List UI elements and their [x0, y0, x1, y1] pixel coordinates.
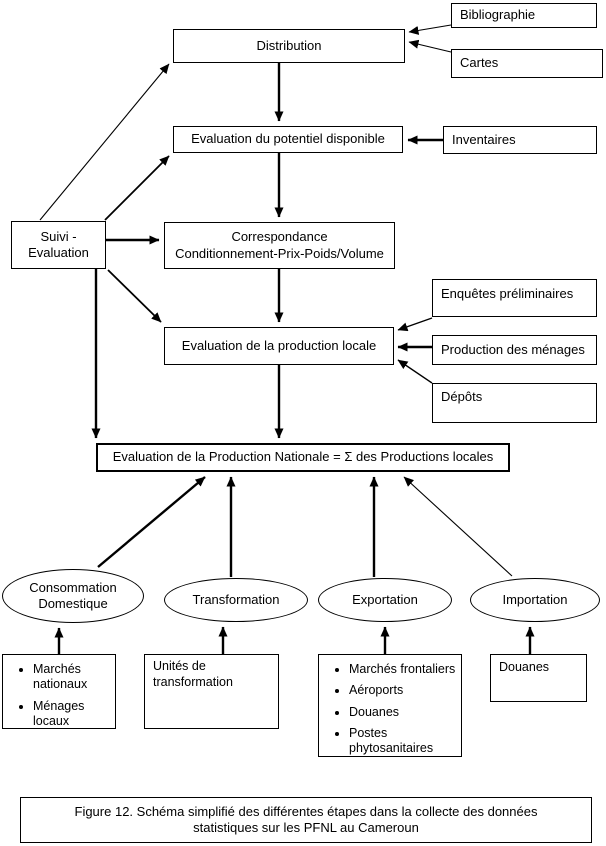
ellipse-importation-label: Importation [502, 591, 568, 607]
node-production-locale-label: Evaluation de la production locale [181, 337, 377, 353]
node-enquetes-preliminaires: Enquêtes préliminaires [432, 279, 597, 317]
node-suivi-evaluation-line2: Evaluation [28, 245, 89, 260]
node-production-locale: Evaluation de la production locale [164, 327, 394, 365]
ellipse-consommation-line2: Domestique [38, 596, 108, 611]
sources-consommation-list: Marchés nationaux Ménages locaux [3, 662, 115, 729]
arrow-suivi-to-production-locale [107, 269, 162, 323]
arrow-depots-to-production-locale [397, 359, 433, 384]
node-sources-importation-label: Douanes [499, 660, 550, 674]
node-evaluation-potentiel: Evaluation du potentiel disponible [173, 126, 403, 153]
node-distribution-label: Distribution [256, 37, 322, 53]
arrow-bibliographie-to-distribution [408, 24, 452, 35]
node-production-menages-label: Production des ménages [441, 342, 585, 357]
node-sources-transformation-label: Unités de transformation [153, 659, 233, 689]
node-correspondance-line1: Correspondance [231, 229, 328, 245]
list-item: Aéroports [349, 683, 457, 698]
ellipse-consommation-line1: Consommation [29, 579, 117, 595]
node-production-nationale-label: Evaluation de la Production Nationale = … [112, 449, 494, 465]
node-depots: Dépôts [432, 383, 597, 423]
arrow-cartes-to-distribution [408, 39, 452, 53]
node-suivi-evaluation-line1: Suivi - [40, 228, 77, 244]
sources-exportation-list: Marchés frontaliers Aéroports Douanes Po… [319, 662, 461, 756]
node-sources-consommation: Marchés nationaux Ménages locaux [2, 654, 116, 729]
figure-caption-line1: Figure 12. Schéma simplifié des différen… [74, 803, 538, 819]
node-production-menages: Production des ménages [432, 335, 597, 365]
ellipse-transformation-label: Transformation [192, 591, 280, 607]
node-sources-transformation: Unités de transformation [144, 654, 279, 729]
arrow-importation-to-nationale [403, 476, 513, 577]
node-depots-label: Dépôts [441, 389, 483, 404]
ellipse-importation: Importation [470, 578, 600, 622]
node-bibliographie-label: Bibliographie [460, 7, 536, 22]
node-production-nationale: Evaluation de la Production Nationale = … [96, 443, 510, 472]
ellipse-exportation: Exportation [318, 578, 452, 622]
node-evaluation-potentiel-label: Evaluation du potentiel disponible [191, 131, 385, 147]
node-inventaires-label: Inventaires [452, 132, 516, 147]
node-cartes-label: Cartes [460, 55, 499, 70]
node-sources-exportation: Marchés frontaliers Aéroports Douanes Po… [318, 654, 462, 757]
ellipse-transformation: Transformation [164, 578, 308, 622]
node-correspondance: Correspondance Conditionnement-Prix-Poid… [164, 222, 395, 269]
arrow-suivi-to-potentiel [104, 155, 170, 221]
node-distribution: Distribution [173, 29, 405, 63]
ellipse-consommation-domestique: Consommation Domestique [2, 569, 144, 623]
ellipse-exportation-label: Exportation [352, 591, 418, 607]
node-sources-importation: Douanes [490, 654, 587, 702]
figure-caption-line2: statistiques sur les PFNL au Cameroun [193, 820, 419, 835]
node-suivi-evaluation: Suivi - Evaluation [11, 221, 106, 269]
list-item: Postes phytosanitaires [349, 726, 457, 757]
node-correspondance-line2: Conditionnement-Prix-Poids/Volume [175, 245, 384, 261]
arrow-suivi-to-distribution [39, 63, 170, 221]
list-item: Marchés frontaliers [349, 662, 457, 677]
figure-caption: Figure 12. Schéma simplifié des différen… [20, 797, 592, 843]
node-inventaires: Inventaires [443, 126, 597, 154]
list-item: Marchés nationaux [33, 662, 111, 693]
arrow-consommation-to-nationale [97, 476, 206, 568]
list-item: Douanes [349, 705, 457, 720]
list-item: Ménages locaux [33, 699, 111, 730]
node-cartes: Cartes [451, 49, 603, 78]
node-bibliographie: Bibliographie [451, 3, 597, 28]
node-enquetes-preliminaires-label: Enquêtes préliminaires [441, 286, 574, 301]
arrow-enquetes-to-production-locale [397, 317, 433, 332]
